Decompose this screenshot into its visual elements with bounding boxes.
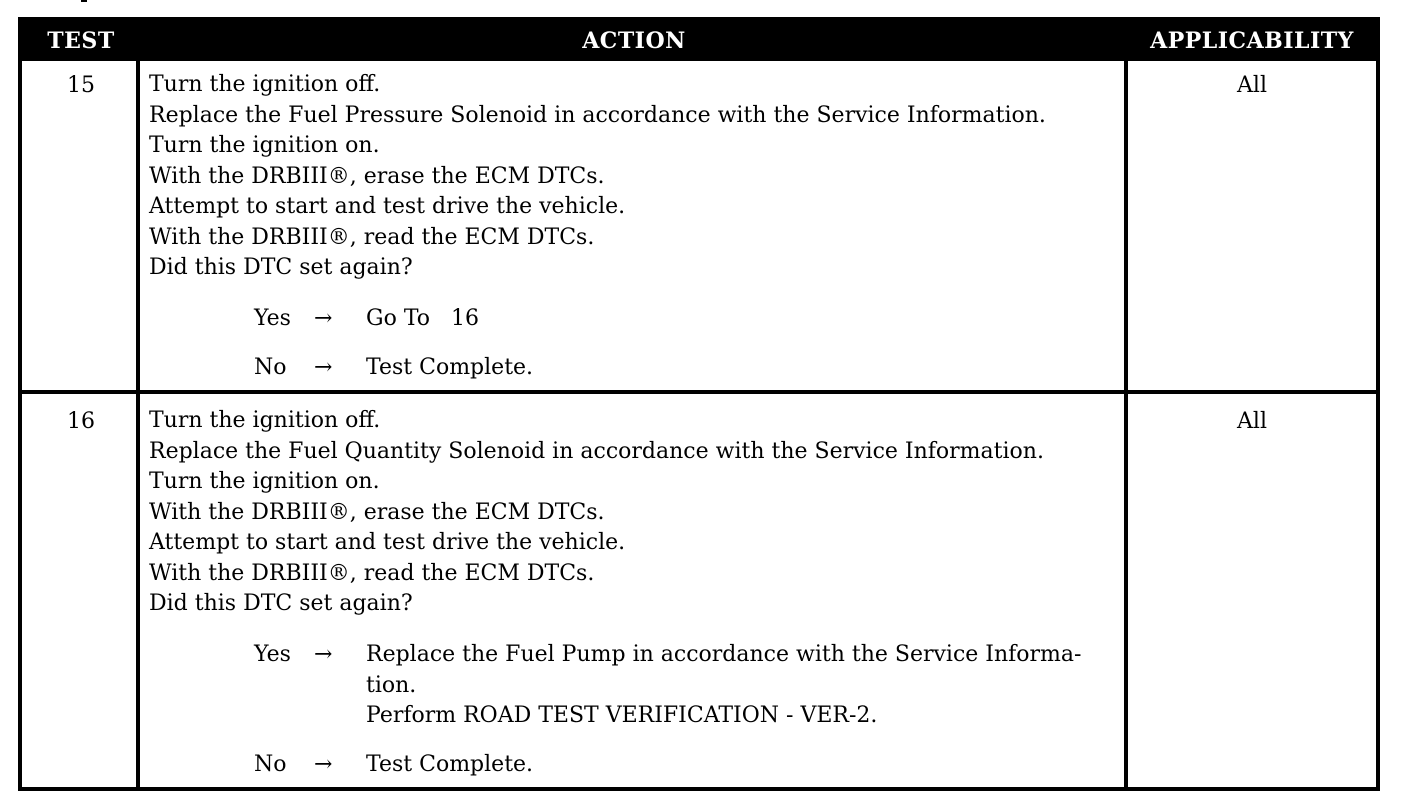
action-steps: Turn the ignition off. Replace the Fuel … — [149, 406, 1044, 620]
no-label: No — [254, 355, 287, 380]
no-result: Test Complete. — [366, 752, 534, 777]
diagnostic-test-table: TEST ACTION APPLICABILITY 15 All Turn th… — [18, 17, 1380, 791]
action-step: Replace the Fuel Quantity Solenoid in ac… — [149, 438, 1044, 464]
yes-result: Go To 16 — [366, 306, 479, 331]
yes-result-line: tion. — [366, 672, 417, 698]
action-step: Attempt to start and test drive the vehi… — [149, 530, 626, 555]
action-step: Did this DTC set again? — [149, 255, 413, 280]
yes-result: Replace the Fuel Pump in accordance with… — [366, 640, 1081, 732]
right-arrow-icon: → — [314, 355, 333, 380]
action-step: With the DRBIII®, erase the ECM DTCs. — [149, 499, 605, 525]
yes-label: Yes — [254, 306, 291, 331]
header-applicability: APPLICABILITY — [1150, 28, 1354, 54]
right-arrow-icon: → — [314, 752, 333, 777]
action-step: Turn the ignition off. — [149, 408, 381, 433]
no-result: Test Complete. — [366, 355, 534, 380]
header-action: ACTION — [582, 28, 686, 54]
action-step: With the DRBIII®, read the ECM DTCs. — [149, 224, 595, 250]
table-header: TEST ACTION APPLICABILITY — [22, 21, 1376, 61]
row-divider — [22, 390, 1376, 394]
right-arrow-icon: → — [314, 642, 333, 667]
applicability-value: All — [1237, 409, 1267, 434]
no-label: No — [254, 752, 287, 777]
action-step: Turn the ignition on. — [149, 469, 380, 494]
action-steps: Turn the ignition off. Replace the Fuel … — [149, 70, 1046, 284]
header-test: TEST — [47, 28, 115, 54]
test-number: 15 — [67, 73, 95, 98]
action-step: Turn the ignition off. — [149, 72, 381, 97]
column-divider — [1124, 61, 1128, 791]
action-step: With the DRBIII®, erase the ECM DTCs. — [149, 163, 605, 189]
action-step: Did this DTC set again? — [149, 591, 413, 616]
yes-label: Yes — [254, 642, 291, 667]
test-number: 16 — [67, 409, 95, 434]
right-arrow-icon: → — [314, 306, 333, 331]
column-divider — [136, 61, 140, 791]
applicability-value: All — [1237, 73, 1267, 98]
top-margin-mark — [81, 0, 87, 2]
action-step: Replace the Fuel Pressure Solenoid in ac… — [149, 102, 1046, 128]
action-step: Attempt to start and test drive the vehi… — [149, 194, 626, 219]
action-step: Turn the ignition on. — [149, 133, 380, 158]
yes-result-line: Perform ROAD TEST VERIFICATION - VER-2. — [366, 703, 878, 728]
action-step: With the DRBIII®, read the ECM DTCs. — [149, 560, 595, 586]
yes-result-line: Replace the Fuel Pump in accordance with… — [366, 642, 1082, 667]
